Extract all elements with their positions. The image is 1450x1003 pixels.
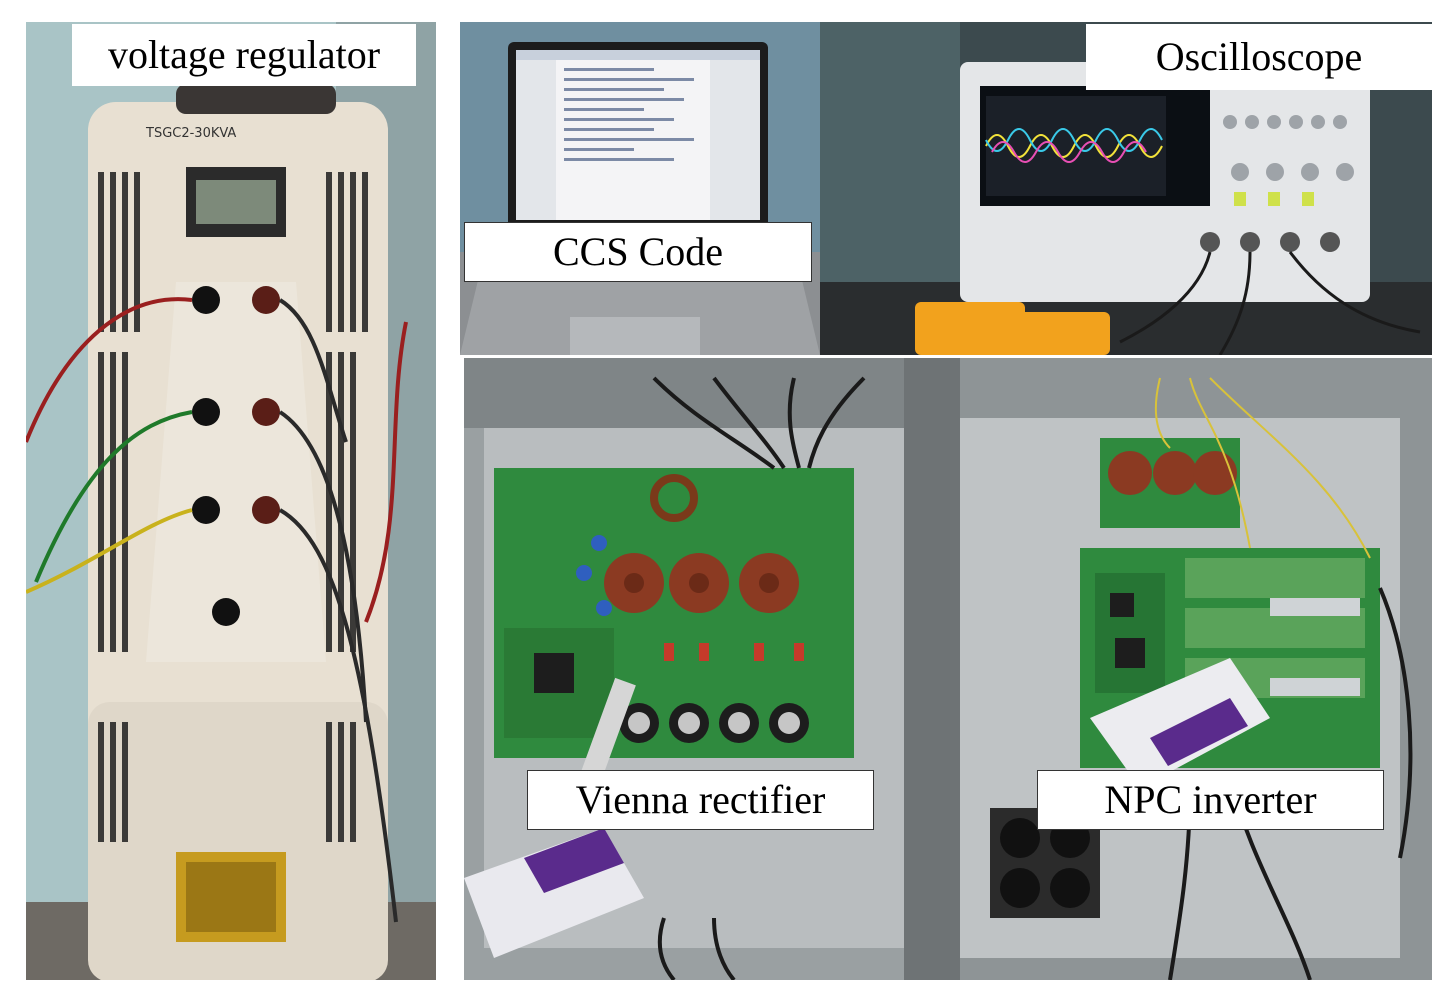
voltage-regulator-label: voltage regulator <box>72 24 416 86</box>
ccs-laptop-photo <box>460 22 820 355</box>
npc-inverter-label: NPC inverter <box>1037 770 1384 830</box>
vienna-rectifier-label: Vienna rectifier <box>527 770 874 830</box>
npc-inverter-photo <box>930 358 1432 980</box>
voltage-regulator-photo: TSGC2-30KVA <box>26 22 436 980</box>
vienna-rectifier-photo <box>464 358 930 980</box>
oscilloscope-label: Oscilloscope <box>1086 24 1432 90</box>
regulator-model-text: TSGC2-30KVA <box>145 126 236 141</box>
ccs-code-label: CCS Code <box>464 222 812 282</box>
